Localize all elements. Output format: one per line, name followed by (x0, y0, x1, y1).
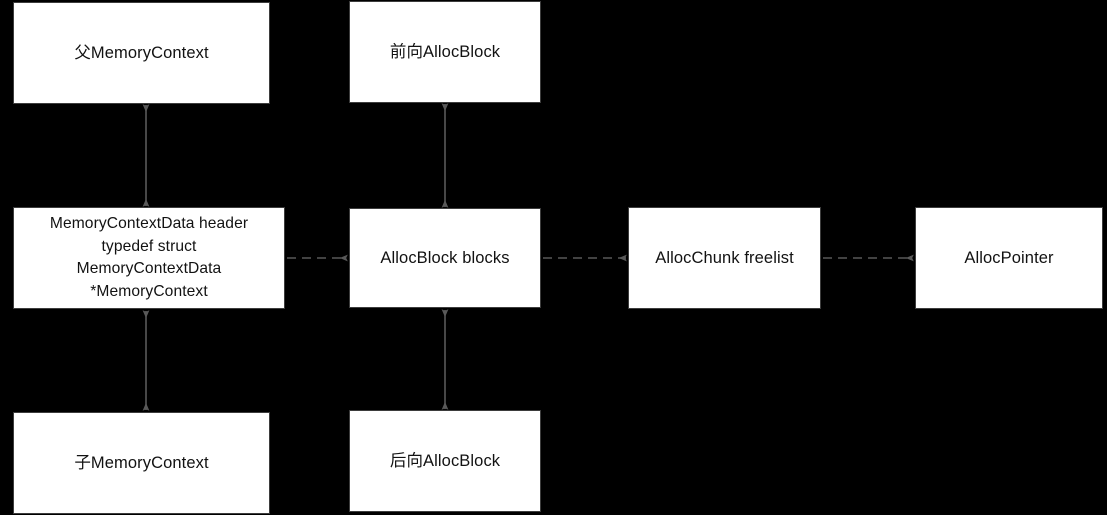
connector-context-to-child (136, 301, 156, 420)
connector-freelist-to-pointer (813, 248, 923, 268)
alloc-chunk-freelist-node[interactable]: AllocChunk freelist (628, 207, 821, 309)
memory-context-data-node[interactable]: MemoryContextData header typedef struct … (13, 207, 285, 309)
next-alloc-block-node[interactable]: 后向AllocBlock (349, 410, 541, 512)
connector-blocks-to-freelist (533, 248, 636, 268)
alloc-pointer-node[interactable]: AllocPointer (915, 207, 1103, 309)
prev-alloc-block-node[interactable]: 前向AllocBlock (349, 1, 541, 103)
connector-prev-block-to-blocks (435, 94, 455, 217)
parent-memory-context-node[interactable]: 父MemoryContext (13, 2, 270, 104)
alloc-block-blocks-node[interactable]: AllocBlock blocks (349, 208, 541, 308)
connector-context-to-blocks (277, 248, 357, 268)
connector-parent-to-context (136, 95, 156, 216)
connector-blocks-to-next-block (435, 300, 455, 419)
child-memory-context-node[interactable]: 子MemoryContext (13, 412, 270, 514)
